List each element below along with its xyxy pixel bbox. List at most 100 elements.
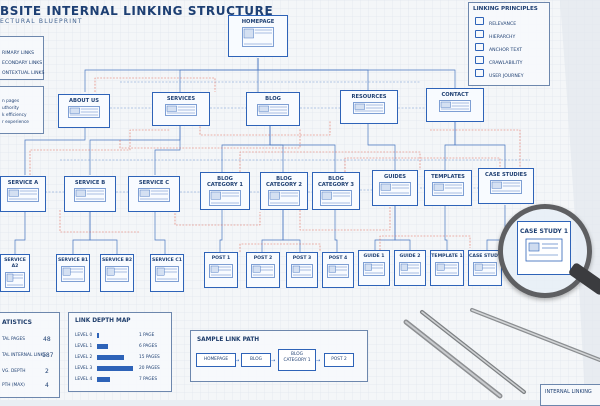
depth-level-label: LEVEL 4 (75, 377, 93, 382)
benefit-4: r experience (2, 120, 29, 125)
page-thumbnail-icon (291, 264, 313, 278)
page-thumbnail-icon (379, 182, 411, 196)
benefit-1: n pages (2, 99, 20, 104)
node-guide1: GUIDE 1 (358, 250, 390, 286)
page-thumbnail-icon (327, 264, 349, 278)
depth-level-pages: 7 PAGES (139, 377, 158, 382)
page-thumbnail-icon (138, 188, 170, 202)
benefit-3: k efficiency (2, 113, 27, 118)
statistics-panel: ATISTICS TAL PAGES 48 TAL INTERNAL LINKS… (0, 312, 60, 398)
principle-relevance: RELEVANCE (489, 22, 517, 27)
anchor-text-icon (475, 43, 484, 51)
stat-label-max: PTH (MAX) (2, 383, 25, 388)
arrow-right-icon: → (271, 358, 276, 364)
node-label: BLOG CATEGORY 1 (206, 176, 244, 188)
depth-level-bar (97, 344, 108, 349)
depth-level-pages: 6 PAGES (139, 344, 158, 349)
node-services: SERVICES (152, 92, 210, 126)
path-step-3: BLOG CATEGORY 1 (278, 349, 316, 371)
node-label: POST 2 (253, 256, 273, 261)
page-thumbnail-icon (165, 104, 197, 116)
sample-link-path-panel: SAMPLE LINK PATH HOMEPAGE → BLOG → BLOG … (190, 330, 368, 382)
linking-principles-panel: LINKING PRINCIPLES RELEVANCE HIERARCHY A… (468, 2, 550, 86)
page-thumbnail-icon (5, 272, 25, 288)
sample-path-title: SAMPLE LINK PATH (197, 337, 260, 343)
depth-level-bar (97, 377, 110, 382)
node-service-b: SERVICE B (64, 176, 116, 212)
benefits-panel: n pages uthority k efficiency r experien… (0, 86, 44, 134)
node-label: SERVICE B (74, 180, 106, 186)
depth-level-label: LEVEL 3 (75, 366, 93, 371)
depth-level-pages: 20 PAGES (139, 366, 160, 371)
drafting-tools (403, 308, 600, 399)
node-template1: TEMPLATE 1 (430, 250, 464, 286)
node-label: BLOG CATEGORY 3 (317, 176, 355, 188)
page-thumbnail-icon (68, 106, 100, 118)
node-blog-cat2: BLOG CATEGORY 2 (260, 172, 308, 210)
node-service-a: SERVICE A (0, 176, 46, 212)
legend-primary: RIMARY LINKS (2, 51, 35, 56)
principle-crawlability: CRAWLABILITY (489, 61, 523, 66)
principle-hierarchy: HIERARCHY (489, 35, 516, 40)
node-label: ABOUT US (69, 98, 99, 104)
principle-user-journey: USER JOURNEY (489, 74, 524, 79)
node-label: TEMPLATE 1 (431, 254, 463, 259)
node-label: SERVICE C (138, 180, 170, 186)
stat-value-depth: 2 (45, 368, 49, 375)
node-label: POST 3 (292, 256, 312, 261)
link-legend-panel: RIMARY LINKS ECONDARY LINKS ONTEXTUAL LI… (0, 36, 44, 80)
node-label: POST 1 (211, 256, 231, 261)
page-thumbnail-icon (155, 266, 179, 282)
node-guide2: GUIDE 2 (394, 250, 426, 286)
node-case-studies: CASE STUDIES (478, 168, 534, 204)
page-thumbnail-icon (439, 100, 471, 112)
node-service-c: SERVICE C (128, 176, 180, 212)
page-thumbnail-icon (363, 262, 385, 276)
node-label: CASE STUDIES (485, 172, 527, 178)
depth-level-pages: 1 PAGE (139, 333, 155, 338)
page-thumbnail-icon (353, 102, 385, 114)
magnified-node: CASE STUDY 1 (517, 221, 571, 275)
node-post2: POST 2 (246, 252, 280, 288)
page-thumbnail-icon (7, 188, 39, 202)
node-label: SERVICE A2 (4, 258, 26, 269)
page-subtitle: ECTURAL BLUEPRINT (0, 18, 83, 25)
node-post1: POST 1 (204, 252, 238, 288)
depth-level-bar (97, 366, 133, 371)
hierarchy-icon (475, 30, 484, 38)
node-guides: GUIDES (372, 170, 418, 206)
depth-level-label: LEVEL 1 (75, 344, 93, 349)
page-thumbnail-icon (435, 262, 459, 276)
page-thumbnail-icon (525, 238, 563, 262)
internal-linking-title: INTERNAL LINKING (545, 389, 592, 395)
node-label: BLOG (265, 96, 281, 102)
node-label: SERVICES (166, 96, 196, 102)
node-templates: TEMPLATES (424, 170, 472, 206)
magnifying-glass-icon: CASE STUDY 1 (498, 204, 592, 298)
node-post3: POST 3 (286, 252, 318, 288)
statistics-title: ATISTICS (2, 319, 32, 326)
legend-secondary: ECONDARY LINKS (2, 61, 43, 66)
node-about: ABOUT US (58, 94, 110, 128)
stat-label-pages: TAL PAGES (2, 337, 25, 342)
node-label: CONTACT (441, 92, 469, 98)
page-thumbnail-icon (320, 190, 352, 206)
page-thumbnail-icon (399, 262, 421, 276)
node-resources: RESOURCES (340, 90, 398, 124)
node-service-c1: SERVICE C1 (150, 254, 184, 292)
principle-anchor-text: ANCHOR TEXT (489, 48, 523, 53)
node-label: BLOG CATEGORY 2 (265, 176, 303, 188)
node-label: SERVICE B1 (57, 258, 89, 263)
principles-title: LINKING PRINCIPLES (473, 6, 538, 12)
node-service-b1: SERVICE B1 (56, 254, 90, 292)
node-post4: POST 4 (322, 252, 354, 288)
page-thumbnail-icon (74, 188, 106, 202)
stat-value-links: 187 (42, 352, 54, 359)
stat-label-links: TAL INTERNAL LINKS (2, 353, 47, 358)
legend-contextual: ONTEXTUAL LINKS (2, 71, 45, 76)
node-contact: CONTACT (426, 88, 484, 122)
stat-value-pages: 48 (43, 336, 51, 343)
page-thumbnail-icon (490, 180, 522, 194)
depth-level-bar (97, 355, 124, 360)
node-homepage: HOMEPAGE (228, 15, 288, 57)
